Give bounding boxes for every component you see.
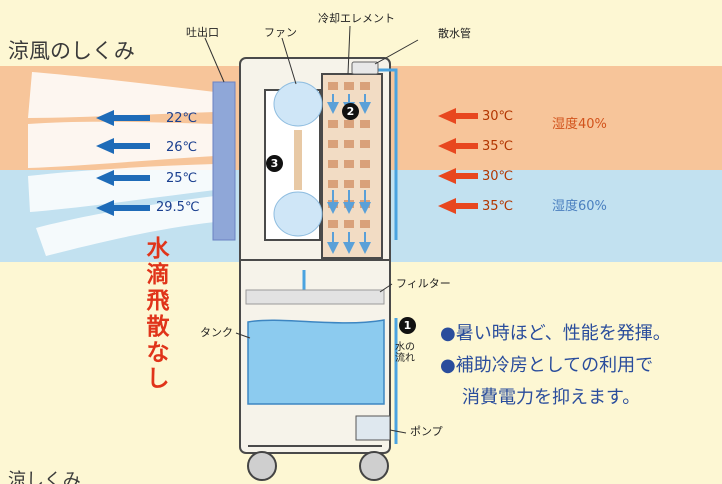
label-sprinkler: 散水管 bbox=[438, 27, 471, 40]
inlet-temp-1: 30℃ bbox=[482, 109, 514, 124]
humidity-60: 湿度60% bbox=[552, 199, 607, 214]
feature-line-2: ●補助冷房としての利用で bbox=[440, 355, 654, 376]
feature-line-3: 消費電力を抑えます。 bbox=[462, 387, 641, 408]
inlet-temp-2: 35℃ bbox=[482, 139, 514, 154]
bottom-title-fragment: 涼しくみ bbox=[8, 470, 81, 484]
inlet-temp-4: 35℃ bbox=[482, 199, 514, 214]
outlet-temp-4: 29.5℃ bbox=[156, 200, 200, 215]
leader-lines bbox=[204, 25, 419, 434]
water-flow-label: 水の流れ bbox=[395, 342, 415, 364]
no-splash-label: 水滴飛散なし bbox=[146, 236, 170, 392]
label-cooling-element: 冷却エレメント bbox=[318, 12, 395, 25]
filter bbox=[245, 289, 385, 305]
sprinkler-pipe bbox=[351, 61, 379, 75]
diagram-title: 涼風のしくみ bbox=[8, 39, 135, 63]
water-tank bbox=[247, 319, 385, 405]
humidity-40: 湿度40% bbox=[552, 117, 607, 132]
outlet-airflow bbox=[28, 72, 215, 256]
label-fan: ファン bbox=[264, 26, 297, 39]
wheels bbox=[247, 451, 389, 481]
pump bbox=[355, 415, 391, 441]
step-number-1: 1 bbox=[399, 317, 416, 334]
label-outlet: 吐出口 bbox=[186, 26, 219, 39]
label-pump: ポンプ bbox=[410, 425, 443, 438]
fan-blades bbox=[273, 81, 323, 237]
inlet-temp-3: 30℃ bbox=[482, 169, 514, 184]
inlet-arrows bbox=[438, 108, 478, 214]
outlet-panel bbox=[212, 81, 236, 241]
label-tank: タンク bbox=[200, 326, 233, 339]
step-number-3: 3 bbox=[266, 155, 283, 172]
outlet-arrows bbox=[96, 110, 150, 216]
water-drop-arrows bbox=[327, 94, 371, 254]
feature-line-1: ●暑い時ほど、性能を発揮。 bbox=[440, 323, 671, 344]
outlet-temp-1: 22℃ bbox=[166, 111, 198, 126]
outlet-temp-2: 26℃ bbox=[166, 140, 198, 155]
step-number-2: 2 bbox=[342, 103, 359, 120]
label-filter: フィルター bbox=[396, 277, 451, 290]
outlet-temp-3: 25℃ bbox=[166, 171, 198, 186]
